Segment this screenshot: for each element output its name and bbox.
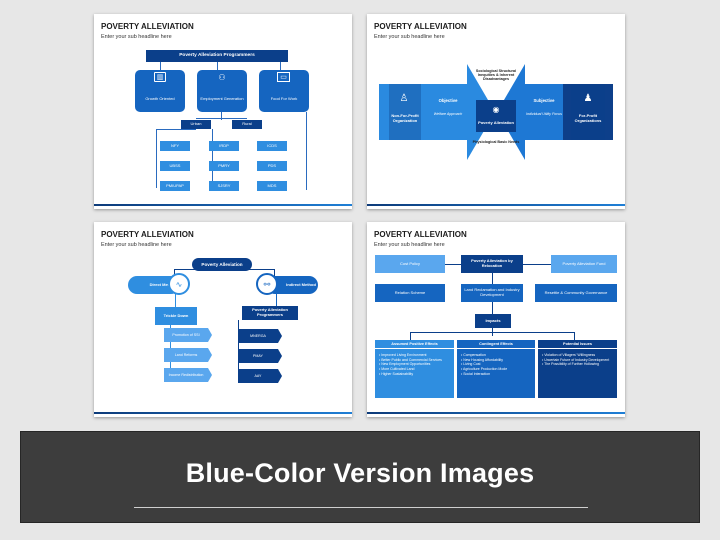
program-box: PMRY (209, 161, 239, 171)
category-growth: Growth Oriented (135, 70, 185, 112)
program-box: NFY (160, 141, 190, 151)
slide-footer-bar (94, 412, 352, 414)
resettle-box: Resettle & Community Governance (535, 284, 617, 302)
program-box: IRDP (209, 141, 239, 151)
right-item: AAY (254, 373, 262, 378)
right-chevrons (238, 329, 282, 383)
list-item: Agriculture Production Mode (461, 367, 531, 372)
physiological-text: Physiological Basic Needs (472, 139, 520, 144)
people-icon: ⚇ (218, 72, 226, 82)
slide-footer-bar (367, 412, 625, 414)
impacts-box: Impacts (475, 314, 511, 328)
slide-subtitle: Enter your sub headline here (101, 242, 172, 248)
category-label: Food For Work (270, 95, 298, 101)
left-item: Income Redistribution (168, 372, 204, 377)
slide-footer-bar (94, 204, 352, 206)
objective-label: Objective (438, 98, 458, 104)
potential-issues-col (538, 340, 617, 398)
monitor-icon: ▭ (277, 72, 290, 82)
banner-title: Blue-Color Version Images (185, 458, 535, 488)
program-box: PDS (257, 161, 287, 171)
programmers-box: Poverty Alleviation Programmers (242, 306, 298, 320)
positive-effects-list: Improved Living Environment Better Publi… (376, 350, 453, 380)
rural-box: Rural (232, 120, 262, 129)
slide-thumbnail-1[interactable]: POVERTY ALLEVIATION Enter your sub headl… (94, 14, 352, 209)
trickle-down-box: Trickle Down (155, 307, 197, 325)
urban-box: Urban (181, 120, 211, 129)
list-item: New Employment Opportunities (379, 362, 450, 367)
list-item: More Cultivated Land (379, 367, 450, 372)
left-org-label: Non-For-Profit Organization (389, 84, 421, 140)
growth-chart-icon: ▥ (154, 72, 166, 82)
left-arrow (427, 64, 495, 160)
piggy-bank-icon: ◉ (492, 104, 500, 114)
category-label: Growth Oriented (145, 95, 175, 101)
programmers-header: Poverty Alleviation Programmers (146, 50, 288, 62)
right-arrow (497, 64, 565, 160)
people-group-icon: ♟ (583, 92, 593, 104)
land-reclamation-box: Land Reclamation and Industry Developmen… (461, 284, 523, 302)
col-heading: Contingent Effects (457, 340, 535, 349)
community-icon: ♙ (399, 92, 409, 104)
program-box: ICDS (257, 141, 287, 151)
left-item: Promotion of SSI (172, 332, 200, 337)
relation-scheme-box: Relation Scheme (375, 284, 445, 302)
pulse-icon: ∿ (168, 273, 190, 295)
category-employment: Employment Generation (197, 70, 247, 112)
banner-underline (134, 507, 588, 508)
slide-thumbnail-2[interactable]: POVERTY ALLEVIATION Enter your sub headl… (367, 14, 625, 209)
objective-sub: Welfare Approach (433, 111, 463, 116)
program-box: UBSS (160, 161, 190, 171)
program-box: SJSRY (209, 181, 239, 191)
version-banner: Blue-Color Version Images (20, 431, 700, 523)
left-item: Land Reforms (174, 352, 198, 357)
center-pill: Poverty Alleviation (192, 258, 252, 271)
list-item: Compensation (461, 353, 531, 358)
indirect-method: Indirect Method (266, 276, 318, 294)
right-org-label: For-Profit Organizations (571, 84, 605, 140)
network-icon: ⚯ (256, 273, 278, 295)
slide-title: POVERTY ALLEVIATION (101, 22, 194, 31)
slide-subtitle: Enter your sub headline here (101, 34, 172, 40)
subjective-label: Subjective (533, 98, 555, 104)
list-item: Higher Sustainability (379, 372, 450, 377)
list-item: Better Public and Commercial Services (379, 358, 450, 363)
list-item: Living Cost (461, 362, 531, 367)
cost-policy-box: Cost Policy (375, 255, 445, 273)
category-label: Employment Generation (200, 95, 244, 101)
potential-issues-list: Violation of Villagers' Willingness Unce… (539, 350, 616, 370)
fund-box: Poverty Alleviation Fund (551, 255, 617, 273)
slide-thumbnail-4[interactable]: POVERTY ALLEVIATION Enter your sub headl… (367, 222, 625, 417)
relocation-box: Poverty Alleviation by Relocation (461, 255, 523, 273)
list-item: Social Interaction (461, 372, 531, 377)
list-item: Uncertain Future of Industry Development (542, 358, 613, 363)
list-item: New Housing Affordability (461, 358, 531, 363)
list-item: Violation of Villagers' Willingness (542, 353, 613, 358)
category-food: Food For Work (259, 70, 309, 112)
slide-subtitle: Enter your sub headline here (374, 242, 445, 248)
program-box: PMIUPAP (160, 181, 190, 191)
sociological-text: Sociological Structural Inequities & Inh… (475, 68, 517, 82)
program-box: MDS (257, 181, 287, 191)
slide-thumbnail-3[interactable]: POVERTY ALLEVIATION Enter your sub headl… (94, 222, 352, 417)
center-box: Poverty Alleviation (476, 100, 516, 132)
slide-title: POVERTY ALLEVIATION (374, 230, 467, 239)
contingent-effects-list: Compensation New Housing Affordability L… (458, 350, 534, 380)
subjective-sub: Individual Utility Focus (526, 111, 562, 116)
right-item: MNERGA (250, 333, 266, 338)
slide-title: POVERTY ALLEVIATION (374, 22, 467, 31)
col-heading: Potential Issues (538, 340, 617, 349)
slide-subtitle: Enter your sub headline here (374, 34, 445, 40)
list-item: Improved Living Environment (379, 353, 450, 358)
slide-footer-bar (367, 204, 625, 206)
right-item: PMAY (253, 353, 263, 358)
col-heading: Assumed Positive Effects (375, 340, 454, 349)
slide-title: POVERTY ALLEVIATION (101, 230, 194, 239)
list-item: The Possibility of Further Hollowing (542, 362, 613, 367)
left-chevrons (164, 328, 212, 382)
direct-method: Direct Method (128, 276, 180, 294)
